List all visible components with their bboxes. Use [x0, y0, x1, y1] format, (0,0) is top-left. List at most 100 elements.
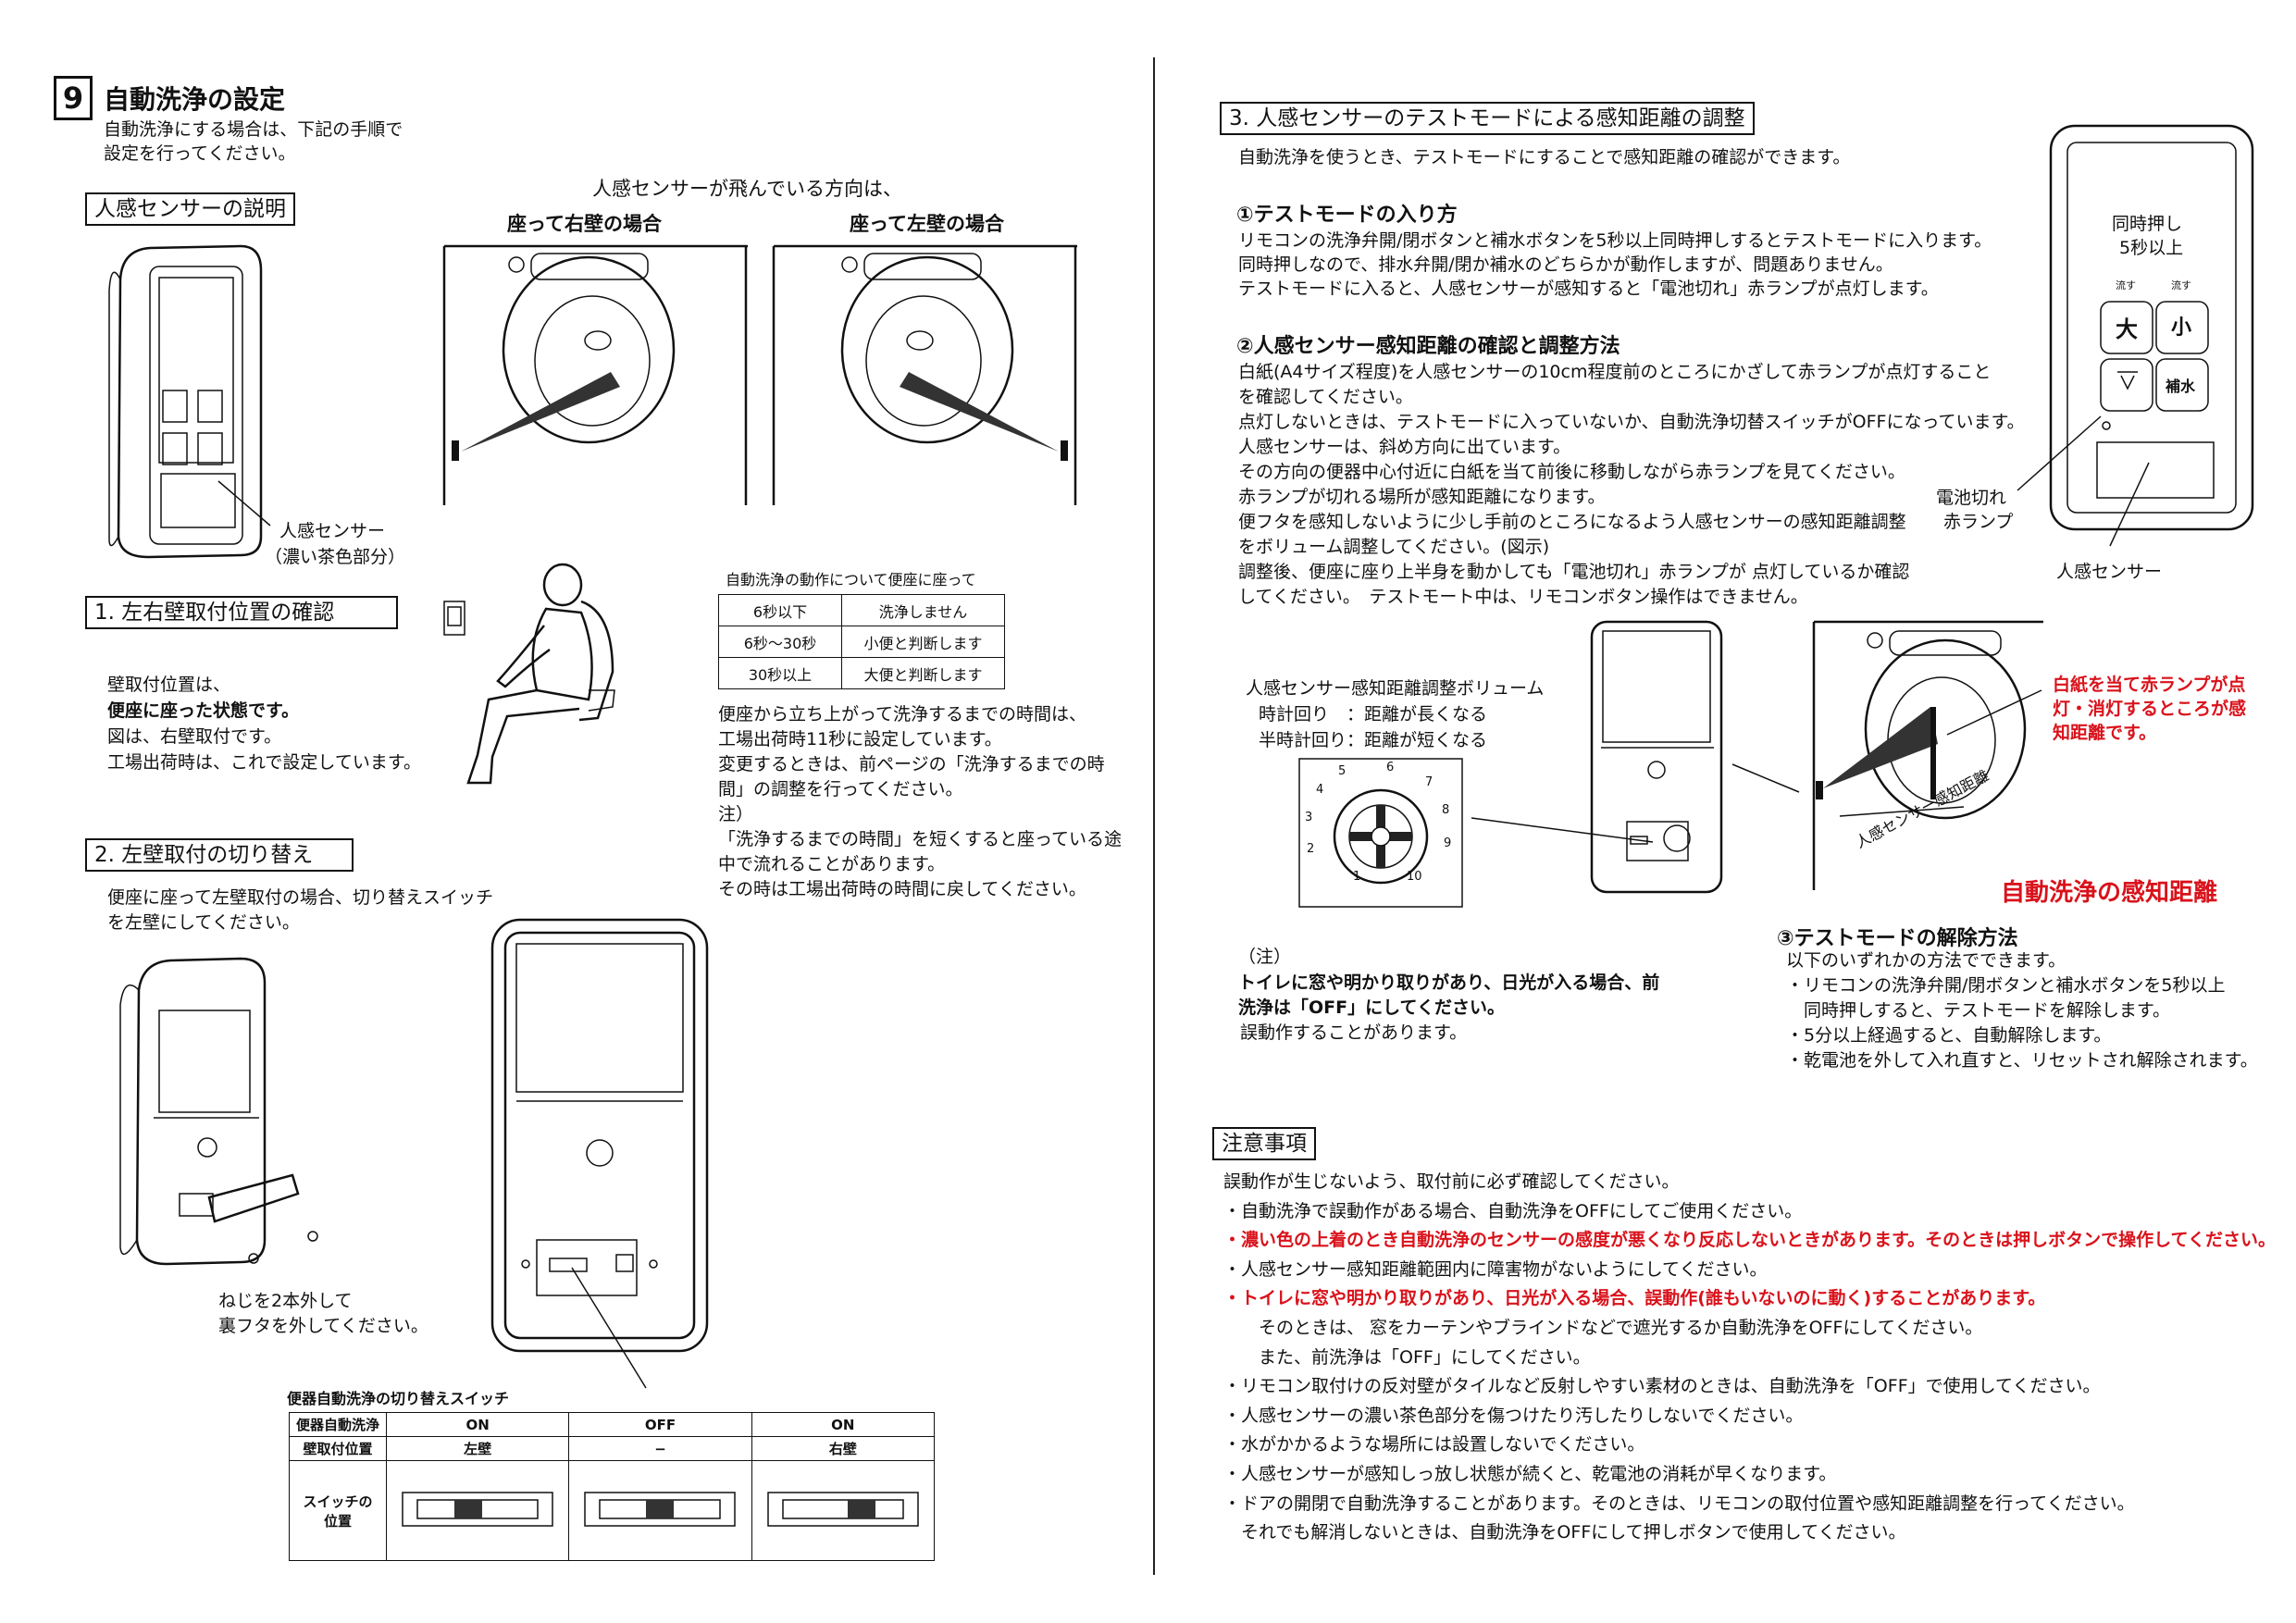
simul-press-2: 5秒以上 — [2119, 238, 2184, 258]
list-item: そのときは、 窓をカーテンやブラインドなどで遮光するか自動洗浄をOFFにしてくだ… — [1223, 1317, 1983, 1338]
list-item: ・人感センサーが感知しっ放し状態が続くと、乾電池の消耗が早くなります。 — [1223, 1463, 1837, 1484]
sensor-label: 人感センサー — [279, 521, 386, 541]
step3-line-4: ・5分以上経過すると、自動解除します。 — [1786, 1025, 2112, 1046]
list-item: それでも解消しないときは、自動洗浄をOFFにして押しボタンで使用してください。 — [1223, 1522, 1906, 1543]
step2-line-4: 人感センサーは、斜め方向に出ています。 — [1238, 437, 1571, 457]
intro-line-1: 自動洗浄にする場合は、下記の手順で — [104, 119, 403, 140]
switch-position-off — [568, 1460, 752, 1561]
list-item: ・ドアの開閉で自動洗浄することがあります。そのときは、リモコンの取付位置や感知距… — [1223, 1493, 2135, 1514]
page-title: 自動洗浄の設定 — [104, 84, 286, 115]
dial-number: 1 — [1353, 870, 1361, 884]
switch-section-heading: 2. 左壁取付の切り替え — [85, 838, 354, 872]
remote-perspective-illustration — [108, 244, 263, 559]
position-line-1: 壁取付位置は、 — [107, 675, 231, 695]
dial-number: 5 — [1338, 764, 1347, 778]
volume-cw: 時計回り ：距離が長くなる — [1259, 704, 1488, 725]
step2-line-6: 赤ランプが切れる場所が感知距離になります。 — [1238, 487, 1606, 507]
dial-number: 3 — [1305, 811, 1313, 824]
wall-cell: − — [568, 1436, 752, 1461]
step3-line-1: 以下のいずれかの方法でできます。 — [1786, 950, 2066, 971]
timing-cell: 大便と判断します — [841, 657, 1005, 689]
switch-line-2: を左壁にしてください。 — [107, 912, 300, 933]
switch-position-right — [751, 1460, 936, 1561]
timing-note-1: 便座から立ち上がって洗浄するまでの時間は、 — [718, 704, 1087, 725]
table-row: 6秒以下洗浄しません — [718, 594, 1005, 626]
test-mode-intro: 自動洗浄を使うとき、テストモードにすることで感知距離の確認ができます。 — [1238, 147, 1851, 167]
battery-label-1: 電池切れ — [1936, 488, 2007, 508]
dial-number: 10 — [1407, 870, 1422, 884]
timing-table-caption: 自動洗浄の動作について便座に座って — [726, 571, 976, 588]
page-divider — [1153, 57, 1155, 1575]
cautions-list: 誤動作が生じないよう、取付前に必ず確認してください。 ・自動洗浄で誤動作がある場… — [1223, 1168, 2276, 1548]
remote-back-illustration — [119, 957, 318, 1266]
step1-title: ①テストモードの入り方 — [1236, 204, 1458, 227]
remote-leader-lines — [2017, 415, 2150, 547]
step2-title: ②人感センサー感知距離の確認と調整方法 — [1236, 335, 1620, 358]
step2-line-5: その方向の便器中心付近に白紙を当て前後に移動しながら赤ランプを見てください。 — [1238, 462, 1905, 482]
battery-label-2: 赤ランプ — [1943, 512, 2014, 532]
refill-button[interactable]: 補水 — [2166, 378, 2196, 395]
section-number-box: 9 — [54, 76, 93, 120]
step2-line-10: してください。 テストモート中は、リモコンボタン操作はできません。 — [1238, 587, 1808, 607]
detection-distance-illustration — [1812, 620, 2043, 890]
screw-note-2: 裏フタを外してください。 — [218, 1316, 428, 1336]
mode-cell: ON — [751, 1412, 936, 1437]
list-item: また、前洗浄は「OFF」にしてください。 — [1223, 1346, 1591, 1368]
test-mode-heading: 3. 人感センサーのテストモードによる感知距離の調整 — [1220, 102, 1755, 135]
step2-line-2: を確認してください。 — [1238, 387, 1413, 407]
remote-back-open-illustration — [490, 918, 709, 1389]
step2-line-8: をボリューム調整してください。(図示) — [1238, 537, 1550, 557]
dial-number: 6 — [1386, 761, 1395, 774]
wall-cell: 右壁 — [751, 1436, 936, 1461]
dial-number: 2 — [1307, 842, 1315, 856]
table-row: スイッチの位置 — [289, 1460, 936, 1561]
dial-number: 7 — [1425, 775, 1433, 789]
timing-table: 6秒以下洗浄しません 6秒〜30秒小便と判断します 30秒以上大便と判断します — [718, 594, 1005, 689]
simul-press-1: 同時押し — [2112, 214, 2183, 234]
seated-person-illustration — [443, 563, 615, 785]
cautions-heading: 注意事項 — [1212, 1127, 1316, 1160]
direction-caption: 人感センサーが飛んでいる方向は、 — [592, 178, 902, 200]
list-item: ・リモコン取付けの反対壁がタイルなど反射しやすい素材のときは、自動洗浄を「OFF… — [1223, 1376, 2101, 1397]
timing-note-5: 注） — [718, 804, 754, 824]
step2-line-7: 便フタを感知しないように少し手前のところになるよう人感センサーの感知距離調整 — [1238, 512, 1906, 532]
remote-inner-illustration — [1471, 620, 1723, 894]
row-label: 壁取付位置 — [289, 1436, 387, 1461]
timing-cell: 小便と判断します — [841, 626, 1005, 658]
step2-line-1: 白紙(A4サイズ程度)を人感センサーの10cm程度前のところにかざして赤ランプが… — [1238, 362, 1992, 382]
big-flush-button[interactable]: 大 — [2116, 316, 2138, 342]
step3-line-2: ・リモコンの洗浄弁開/閉ボタンと補水ボタンを5秒以上 — [1786, 975, 2226, 996]
timing-note-2: 工場出荷時11秒に設定しています。 — [718, 729, 1002, 750]
position-line-4: 工場出荷時は、これで設定しています。 — [107, 752, 421, 773]
screw-note-1: ねじを2本外して — [218, 1291, 353, 1311]
dial-number: 8 — [1442, 803, 1450, 817]
timing-note-3: 変更するときは、前ページの「洗浄するまでの時 — [718, 754, 1105, 774]
timing-note-7: 中で流れることがあります。 — [718, 854, 946, 874]
timing-cell: 30秒以上 — [718, 657, 842, 689]
note-bold-2: 洗浄は「OFF」にしてください。 — [1238, 997, 1505, 1018]
mode-cell: OFF — [568, 1412, 752, 1437]
toilet-right-wall-illustration — [442, 244, 748, 505]
volume-title: 人感センサー感知距離調整ボリューム — [1246, 678, 1545, 699]
step2-line-9: 調整後、便座に座り上半身を動かしても「電池切れ」赤ランプが 点灯しているか確認 — [1238, 562, 1910, 582]
mode-cell: ON — [385, 1412, 570, 1437]
list-item: ・人感センサーの濃い茶色部分を傷つけたり汚したりしないでください。 — [1223, 1405, 1804, 1426]
list-item: 誤動作が生じないよう、取付前に必ず確認してください。 — [1223, 1171, 1680, 1192]
position-line-2: 便座に座った状態です。 — [107, 700, 300, 721]
small-flush-button[interactable]: 小 — [2171, 316, 2192, 340]
table-row: 便器自動洗浄 ON OFF ON — [289, 1412, 936, 1437]
remote-sensor-label: 人感センサー — [2056, 562, 2163, 582]
table-row: 壁取付位置 左壁 − 右壁 — [289, 1436, 936, 1461]
position-line-3: 図は、右壁取付です。 — [107, 726, 282, 747]
connector-line — [1731, 763, 1800, 793]
list-item: ・人感センサー感知距離範囲内に障害物がないようにしてください。 — [1223, 1258, 1768, 1280]
list-item: ・トイレに窓や明かり取りがあり、日光が入る場合、誤動作(誰もいないのに動く)する… — [1223, 1288, 2046, 1309]
dial-number: 9 — [1444, 836, 1452, 850]
detection-annotation-1: 白紙を当て赤ランプが点 — [2053, 675, 2246, 695]
note-head: （注） — [1238, 947, 1292, 967]
volume-dial-illustration — [1298, 758, 1463, 908]
list-item: ・濃い色の上着のとき自動洗浄のセンサーの感度が悪くなり反応しないときがあります。… — [1223, 1230, 2276, 1251]
timing-cell: 6秒〜30秒 — [718, 626, 842, 658]
left-wall-label: 座って左壁の場合 — [850, 213, 1004, 235]
volume-ccw: 半時計回り：距離が短くなる — [1259, 730, 1488, 750]
